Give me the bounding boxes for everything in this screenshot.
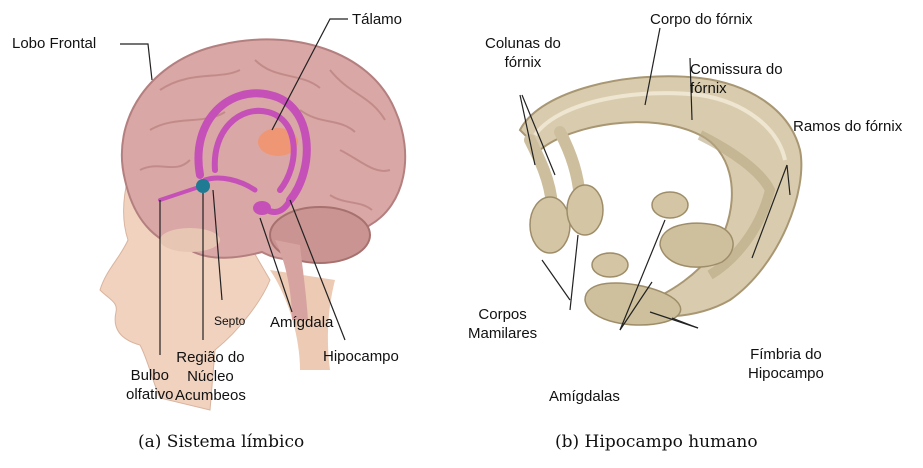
caption-b: (b) Hipocampo humano (555, 432, 758, 452)
label-colunas-fornix: Colunas do fórnix (485, 34, 561, 72)
hippocampus-upper (660, 223, 733, 267)
label-septo: Septo (214, 314, 245, 329)
label-talamo: Tálamo (352, 10, 402, 29)
label-amigdala: Amígdala (270, 313, 333, 332)
panel-hippocampus: Colunas do fórnix Corpo do fórnix Comiss… (460, 0, 923, 468)
mammillary-body-left (530, 197, 570, 253)
label-bulbo-olfativo: Bulbo olfativo (126, 366, 174, 404)
panel-limbic-system: Lobo Frontal Tálamo Septo Amígdala Hipoc… (0, 0, 460, 468)
label-amigdalas: Amígdalas (549, 387, 620, 406)
eye-area (160, 228, 220, 252)
caption-a: (a) Sistema límbico (138, 432, 304, 452)
label-corpos-mamilares: Corpos Mamilares (468, 305, 537, 343)
amygdala-upper (652, 192, 688, 218)
label-comissura-fornix: Comissura do fórnix (690, 60, 783, 98)
label-fimbria-hipocampo: Fímbria do Hipocampo (748, 345, 824, 383)
label-regiao-nucleo: Região do Núcleo Acumbeos (175, 348, 246, 405)
label-lobo-frontal: Lobo Frontal (12, 34, 96, 53)
label-hipocampo: Hipocampo (323, 347, 399, 366)
amygdala-lower (592, 253, 628, 277)
mammillary-body-right (567, 185, 603, 235)
nucleus-accumbens (196, 179, 210, 193)
amygdala (253, 201, 271, 215)
label-ramos-fornix: Ramos do fórnix (793, 117, 902, 136)
label-corpo-fornix: Corpo do fórnix (650, 10, 753, 29)
hippocampus-lower (585, 283, 681, 325)
